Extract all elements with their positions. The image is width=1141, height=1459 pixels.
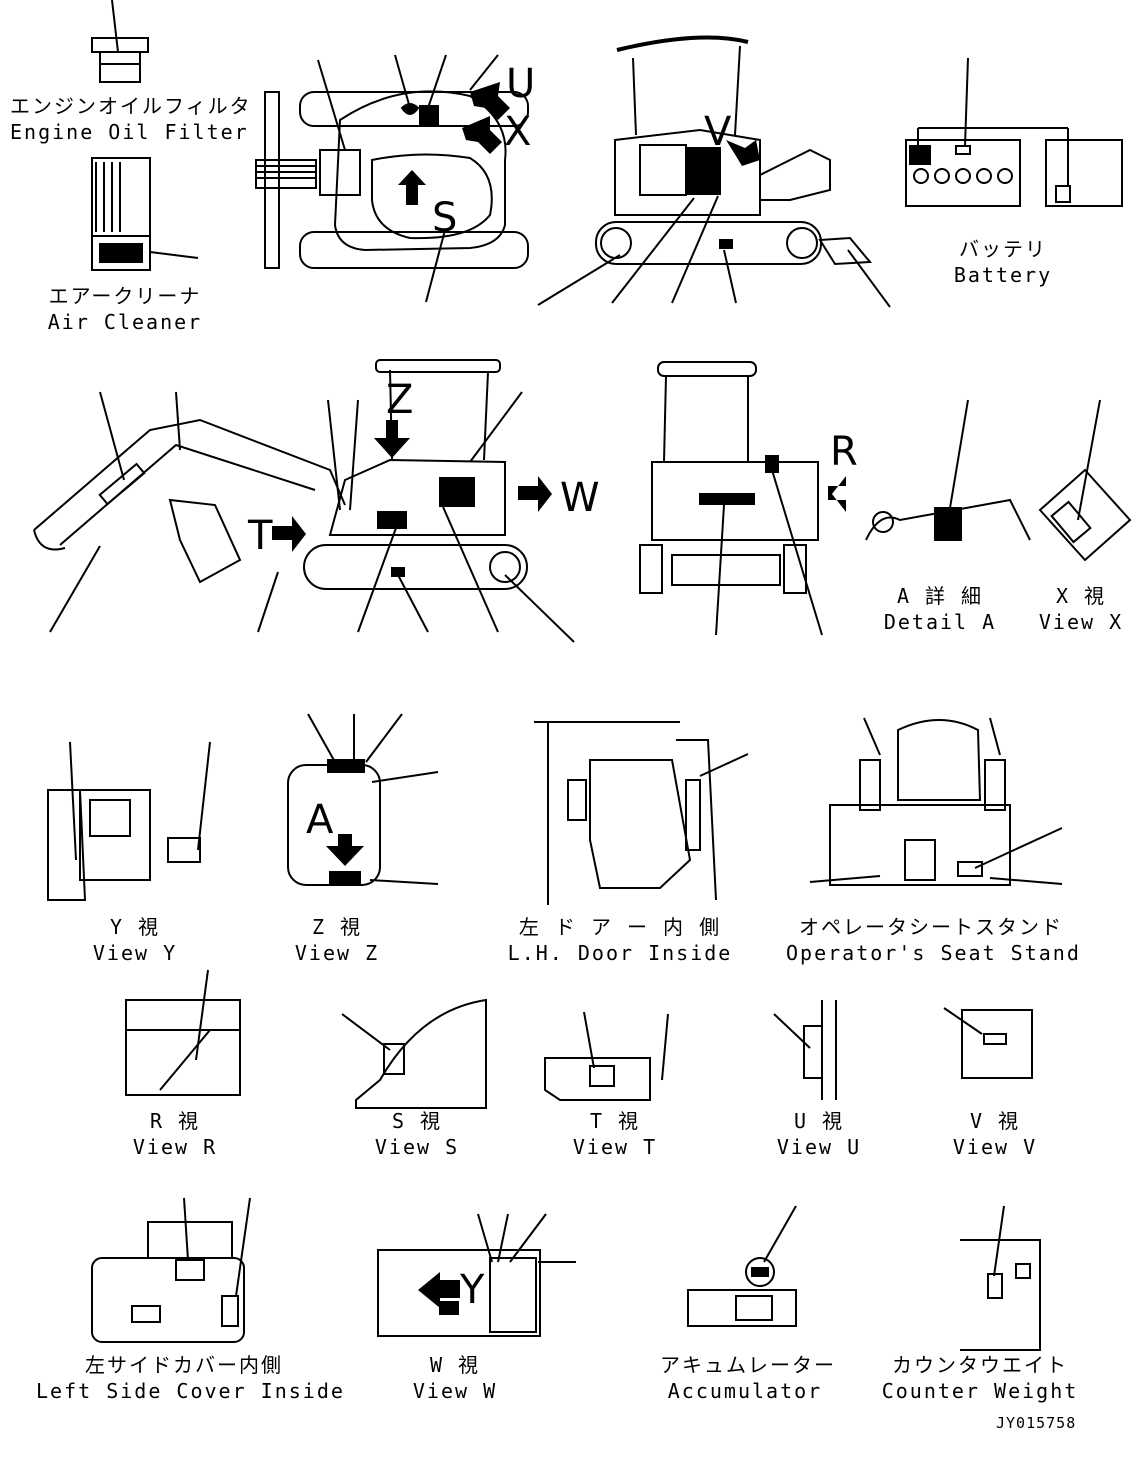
- view-letter-a: A: [306, 797, 334, 843]
- view-v-drawing: [943, 1007, 1033, 1079]
- view-w-drawing: [377, 1213, 576, 1337]
- battery-drawing: [905, 57, 1123, 207]
- view-letter-u: U: [506, 61, 536, 107]
- side-view-left-drawing: [33, 359, 846, 643]
- view-letter-y: Y: [460, 1267, 485, 1313]
- accumulator-drawing: [687, 1205, 797, 1327]
- side-cover-drawing: [91, 1197, 251, 1343]
- view-letter-v: V: [704, 109, 732, 155]
- drawing-code: JY015758: [996, 1414, 1077, 1432]
- view-letter-t: T: [248, 513, 273, 559]
- view-letter-w: W: [560, 475, 600, 521]
- view-letter-z: Z: [386, 377, 414, 423]
- air-cleaner-drawing: [91, 157, 199, 271]
- view-u-drawing: [773, 1000, 837, 1100]
- view-letter-x: X: [504, 109, 532, 155]
- rear-view-drawing: [639, 361, 823, 636]
- view-letter-s: S: [432, 195, 458, 241]
- view-x-drawing: [1038, 399, 1132, 562]
- top-view-drawing: [255, 54, 529, 303]
- counter-weight-drawing: [960, 1205, 1041, 1351]
- view-t-drawing: [544, 1011, 669, 1101]
- detail-a-drawing: [865, 399, 1031, 541]
- view-y-drawing: [47, 741, 211, 901]
- side-view-right-drawing: [537, 35, 891, 308]
- view-z-drawing: [287, 713, 439, 886]
- view-letter-r: R: [830, 429, 858, 475]
- seat-stand-drawing: [809, 717, 1063, 886]
- engine-oil-filter-drawing: [91, 0, 149, 83]
- view-s-drawing: [341, 998, 487, 1109]
- door-inside-drawing: [534, 721, 749, 905]
- view-r-drawing: [125, 969, 241, 1096]
